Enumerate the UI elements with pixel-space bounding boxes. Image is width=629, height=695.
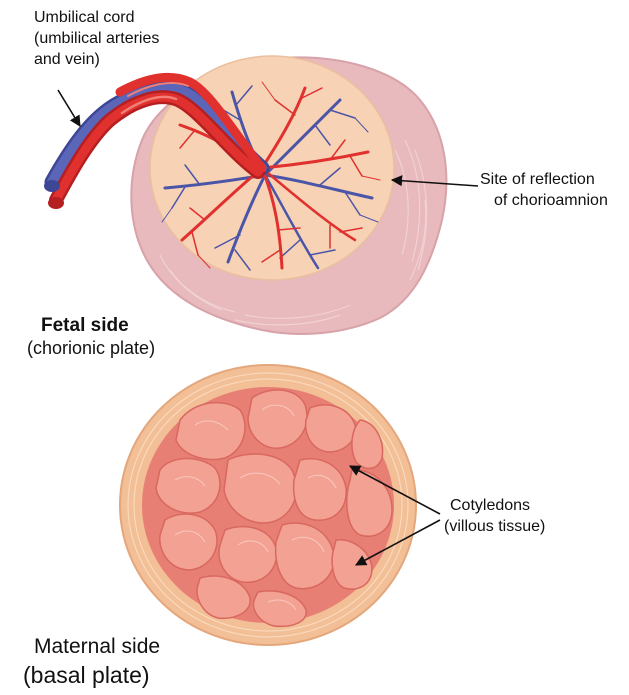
fetal-side-title: Fetal side <box>41 315 129 337</box>
umbilical-label-line3: and vein) <box>34 51 100 69</box>
cotyledons-label-line2: (villous tissue) <box>444 518 545 536</box>
umbilical-label-line1: Umbilical cord <box>34 9 134 27</box>
reflection-label-line1: Site of reflection <box>480 171 595 189</box>
cotyledons-label-line1: Cotyledons <box>450 497 530 515</box>
cotyledon <box>248 390 307 448</box>
reflection-label-line2: of chorioamnion <box>494 192 608 210</box>
cotyledon <box>156 458 220 513</box>
umbilical-label-line2: (umbilical arteries <box>34 30 159 48</box>
cotyledon <box>160 514 217 570</box>
fetal-side-subtitle: (chorionic plate) <box>27 338 155 359</box>
umbilical-arrow <box>58 90 80 126</box>
maternal-side-placenta <box>120 365 416 645</box>
fetal-side-placenta <box>44 56 446 334</box>
cotyledon <box>219 527 277 583</box>
maternal-side-subtitle: (basal plate) <box>23 662 150 688</box>
maternal-side-title: Maternal side <box>34 635 160 659</box>
